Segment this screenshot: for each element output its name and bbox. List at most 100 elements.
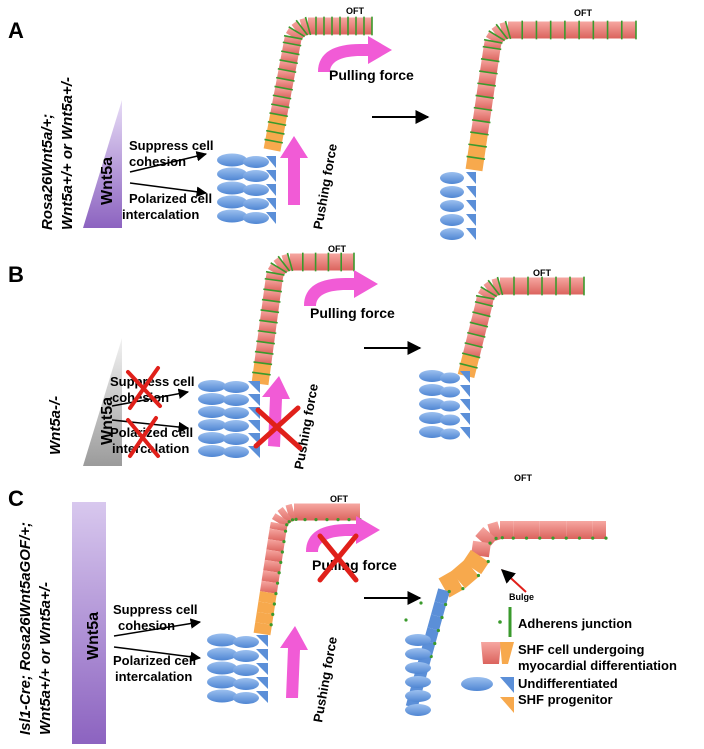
adherens-junction (487, 279, 501, 296)
tube-cell (478, 71, 497, 86)
heart-tube-c-right (404, 521, 608, 709)
adherens-junction (591, 536, 595, 540)
progenitor-cell (223, 420, 249, 432)
pulling-force-arrow-a (318, 36, 392, 72)
progenitor-pool-c (207, 633, 268, 704)
adherens-junction (259, 319, 278, 324)
adherens-junction (475, 294, 495, 300)
progenitor-cell (440, 372, 460, 384)
tube-cell (450, 559, 480, 589)
adherens-junction (263, 288, 282, 293)
tube-cell (273, 256, 290, 275)
adherens-junction (254, 350, 274, 355)
svg-text:Rosa26Wnt5a/+;: Rosa26Wnt5a/+; (39, 114, 56, 230)
progenitor-cell (243, 212, 269, 224)
adherens-junction (270, 103, 290, 109)
svg-text:Polarized cell: Polarized cell (129, 191, 212, 206)
progenitor-cell (460, 399, 470, 411)
adherens-junction (282, 41, 302, 47)
tube-cell (553, 521, 567, 539)
adherens-junction (282, 539, 286, 544)
progenitor-cell (440, 386, 460, 398)
svg-text:Wnt5a+/+ or Wnt5a+/-: Wnt5a+/+ or Wnt5a+/- (59, 77, 76, 230)
genotype-label-a: Rosa26Wnt5a/+; Wnt5a+/+ or Wnt5a+/- (39, 77, 76, 230)
adherens-junction (483, 38, 503, 44)
tube-cell (264, 278, 283, 292)
legend-orange-cell-symbol (500, 642, 514, 664)
adherens-junction (303, 518, 307, 522)
pulling-force-arrow-c (306, 516, 380, 552)
adherens-junction (468, 143, 487, 148)
adherens-junction (480, 58, 500, 63)
progenitor-cell (460, 385, 470, 397)
legend: Adherens junction SHF cell undergoing my… (461, 607, 677, 713)
tube-cell (349, 503, 360, 521)
progenitor-cell (248, 381, 260, 393)
tube-cell (281, 253, 293, 272)
adherens-junction (288, 26, 306, 38)
progenitor-cell (223, 433, 249, 445)
adherens-junction (404, 618, 408, 622)
tube-cell (340, 17, 348, 35)
progenitor-cell (440, 172, 464, 184)
adherens-junction (283, 34, 303, 40)
tube-cell (267, 528, 287, 542)
adherens-junction (538, 536, 542, 540)
adherens-junction (269, 623, 273, 627)
tube-cell (513, 521, 527, 539)
svg-text:Suppress cell: Suppress cell (129, 138, 214, 153)
adherens-junction (347, 518, 351, 522)
adherens-junction (283, 529, 288, 533)
adherens-junction (564, 536, 568, 540)
progenitor-cell (198, 393, 226, 405)
tube-cell (255, 611, 274, 625)
tube-cell (427, 614, 443, 631)
legend-adherens-label: Adherens junction (518, 616, 632, 631)
progenitor-cell (405, 648, 431, 660)
progenitor-cell (405, 690, 431, 702)
tube-cell (491, 24, 508, 43)
progenitor-cell (243, 170, 269, 182)
tube-cell (471, 540, 491, 558)
tube-cell (500, 521, 514, 539)
adherens-junction (551, 536, 555, 540)
adherens-junction (488, 30, 506, 42)
tube-cell (263, 559, 282, 573)
tube-cell (550, 21, 565, 39)
progenitor-cell (243, 184, 269, 196)
wnt5a-label-c: Wnt5a (85, 612, 102, 660)
tube-cell (556, 277, 570, 295)
adherens-junction (500, 536, 504, 540)
tube-cell (266, 539, 285, 553)
tube-cell (592, 521, 606, 539)
adherens-junction (272, 94, 292, 100)
progenitor-cell (466, 214, 476, 226)
tube-cell (481, 46, 501, 62)
tube-cell (302, 253, 316, 271)
tube-cell (264, 549, 284, 563)
progenitor-cell (207, 633, 237, 647)
oft-label-b-left: OFT (328, 244, 346, 254)
tube-cell (491, 277, 503, 296)
adherens-junction (469, 321, 489, 328)
genotype-label-b: Wnt5a-/- (47, 396, 64, 455)
adherens-junction (275, 76, 295, 82)
tube-cell (332, 17, 340, 35)
adherens-junction (264, 277, 284, 283)
red-x-intercalation (126, 416, 160, 458)
tube-cell (467, 144, 487, 160)
legend-undiff-label-2: SHF progenitor (518, 692, 613, 707)
tube-cell (462, 549, 490, 575)
tube-cell (258, 320, 277, 334)
progenitor-cell (460, 427, 470, 439)
progenitor-cell (466, 200, 476, 212)
progenitor-cell (207, 689, 237, 703)
legend-shf-diff-label-1: SHF cell undergoing (518, 642, 644, 657)
progenitor-cell (223, 407, 249, 419)
adherens-junction (471, 119, 491, 124)
tube-cell (253, 622, 273, 636)
heart-tube-a-left (263, 16, 373, 152)
adherens-junction (265, 270, 285, 276)
adherens-junction (461, 586, 465, 591)
